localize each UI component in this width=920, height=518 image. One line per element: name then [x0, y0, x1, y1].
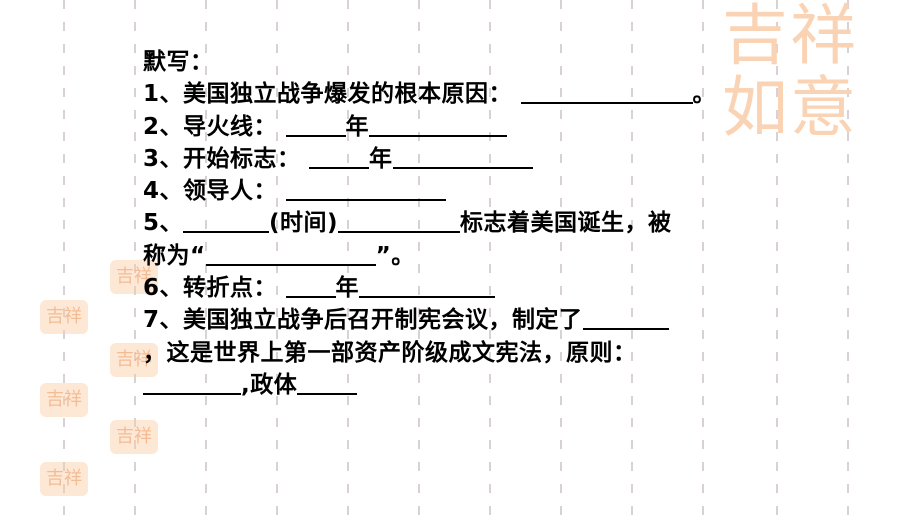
answer-blank[interactable] [285, 175, 446, 202]
dashed-line [134, 0, 136, 518]
question-text: 2、导火线： [143, 113, 278, 140]
dashed-line [631, 0, 633, 518]
question-text: 7、美国独立战争后召开制宪会议，制定了 [143, 307, 583, 334]
question-6: 6、转折点： 年 [143, 272, 783, 304]
question-number: 5、 [143, 210, 184, 237]
question-7-answers: ,政体 [143, 369, 783, 401]
question-text: 6、转折点： [143, 275, 278, 302]
auspicious-calligraphy-logo: 吉祥如意 [722, 0, 858, 146]
answer-blank[interactable] [369, 111, 508, 137]
question-text: ，这是世界上第一部资产阶级成文宪法，原则： [143, 339, 637, 366]
dashed-line [489, 0, 491, 518]
dashed-line [776, 0, 778, 518]
principle-blank[interactable] [143, 369, 241, 395]
question-5-continued: 称为“ ”。 [143, 240, 783, 272]
question-text: 1、美国独立战争爆发的根本原因： [143, 81, 513, 108]
answer-blank[interactable] [359, 272, 496, 299]
year-blank[interactable] [309, 143, 370, 169]
question-1: 1、美国独立战争爆发的根本原因： 。 [143, 78, 783, 110]
dashed-line [347, 0, 349, 518]
answer-blank[interactable] [520, 78, 693, 105]
question-text: 4、领导人： [143, 178, 278, 205]
time-blank[interactable] [183, 207, 270, 234]
question-7-continued: ，这是世界上第一部资产阶级成文宪法，原则： [143, 337, 783, 369]
year-blank[interactable] [285, 111, 346, 137]
question-4: 4、领导人： [143, 175, 783, 207]
dashed-line [702, 0, 704, 518]
dashed-line [63, 0, 65, 518]
question-5: 5、 (时间) 标志着美国诞生，被 [143, 207, 783, 239]
question-text: 3、开始标志： [143, 145, 301, 172]
year-label: 年 [335, 275, 360, 302]
seal-decoration: 吉祥 [110, 343, 158, 377]
government-label: ,政体 [241, 371, 298, 398]
year-blank[interactable] [285, 272, 336, 299]
seal-decoration: 吉祥 [40, 383, 88, 417]
dashed-line [276, 0, 278, 518]
year-label: 年 [369, 145, 393, 172]
closing-quote: ”。 [375, 242, 415, 269]
government-blank[interactable] [297, 369, 358, 395]
dictation-worksheet: 默写： 1、美国独立战争爆发的根本原因： 。 2、导火线： 年 3、开始标志： … [143, 46, 783, 401]
question-7: 7、美国独立战争后召开制宪会议，制定了 [143, 304, 783, 336]
period: 。 [692, 81, 717, 108]
dashed-line [205, 0, 207, 518]
dashed-line [418, 0, 420, 518]
seal-decoration: 吉祥 [110, 260, 158, 294]
dashed-line [560, 0, 562, 518]
seal-decoration: 吉祥 [40, 462, 88, 496]
time-label: (时间) [269, 210, 339, 237]
question-2: 2、导火线： 年 [143, 111, 783, 143]
question-text: 标志着美国诞生，被 [460, 210, 672, 237]
answer-blank[interactable] [582, 304, 669, 331]
seal-decoration: 吉祥 [110, 420, 158, 454]
answer-blank[interactable] [205, 240, 376, 266]
question-3: 3、开始标志： 年 [143, 143, 783, 175]
question-text: 称为“ [143, 242, 206, 269]
seal-decoration: 吉祥 [40, 300, 88, 334]
title: 默写： [143, 49, 214, 75]
answer-blank[interactable] [338, 207, 461, 234]
answer-blank[interactable] [392, 143, 533, 169]
year-label: 年 [345, 113, 370, 140]
dashed-line [847, 0, 849, 518]
